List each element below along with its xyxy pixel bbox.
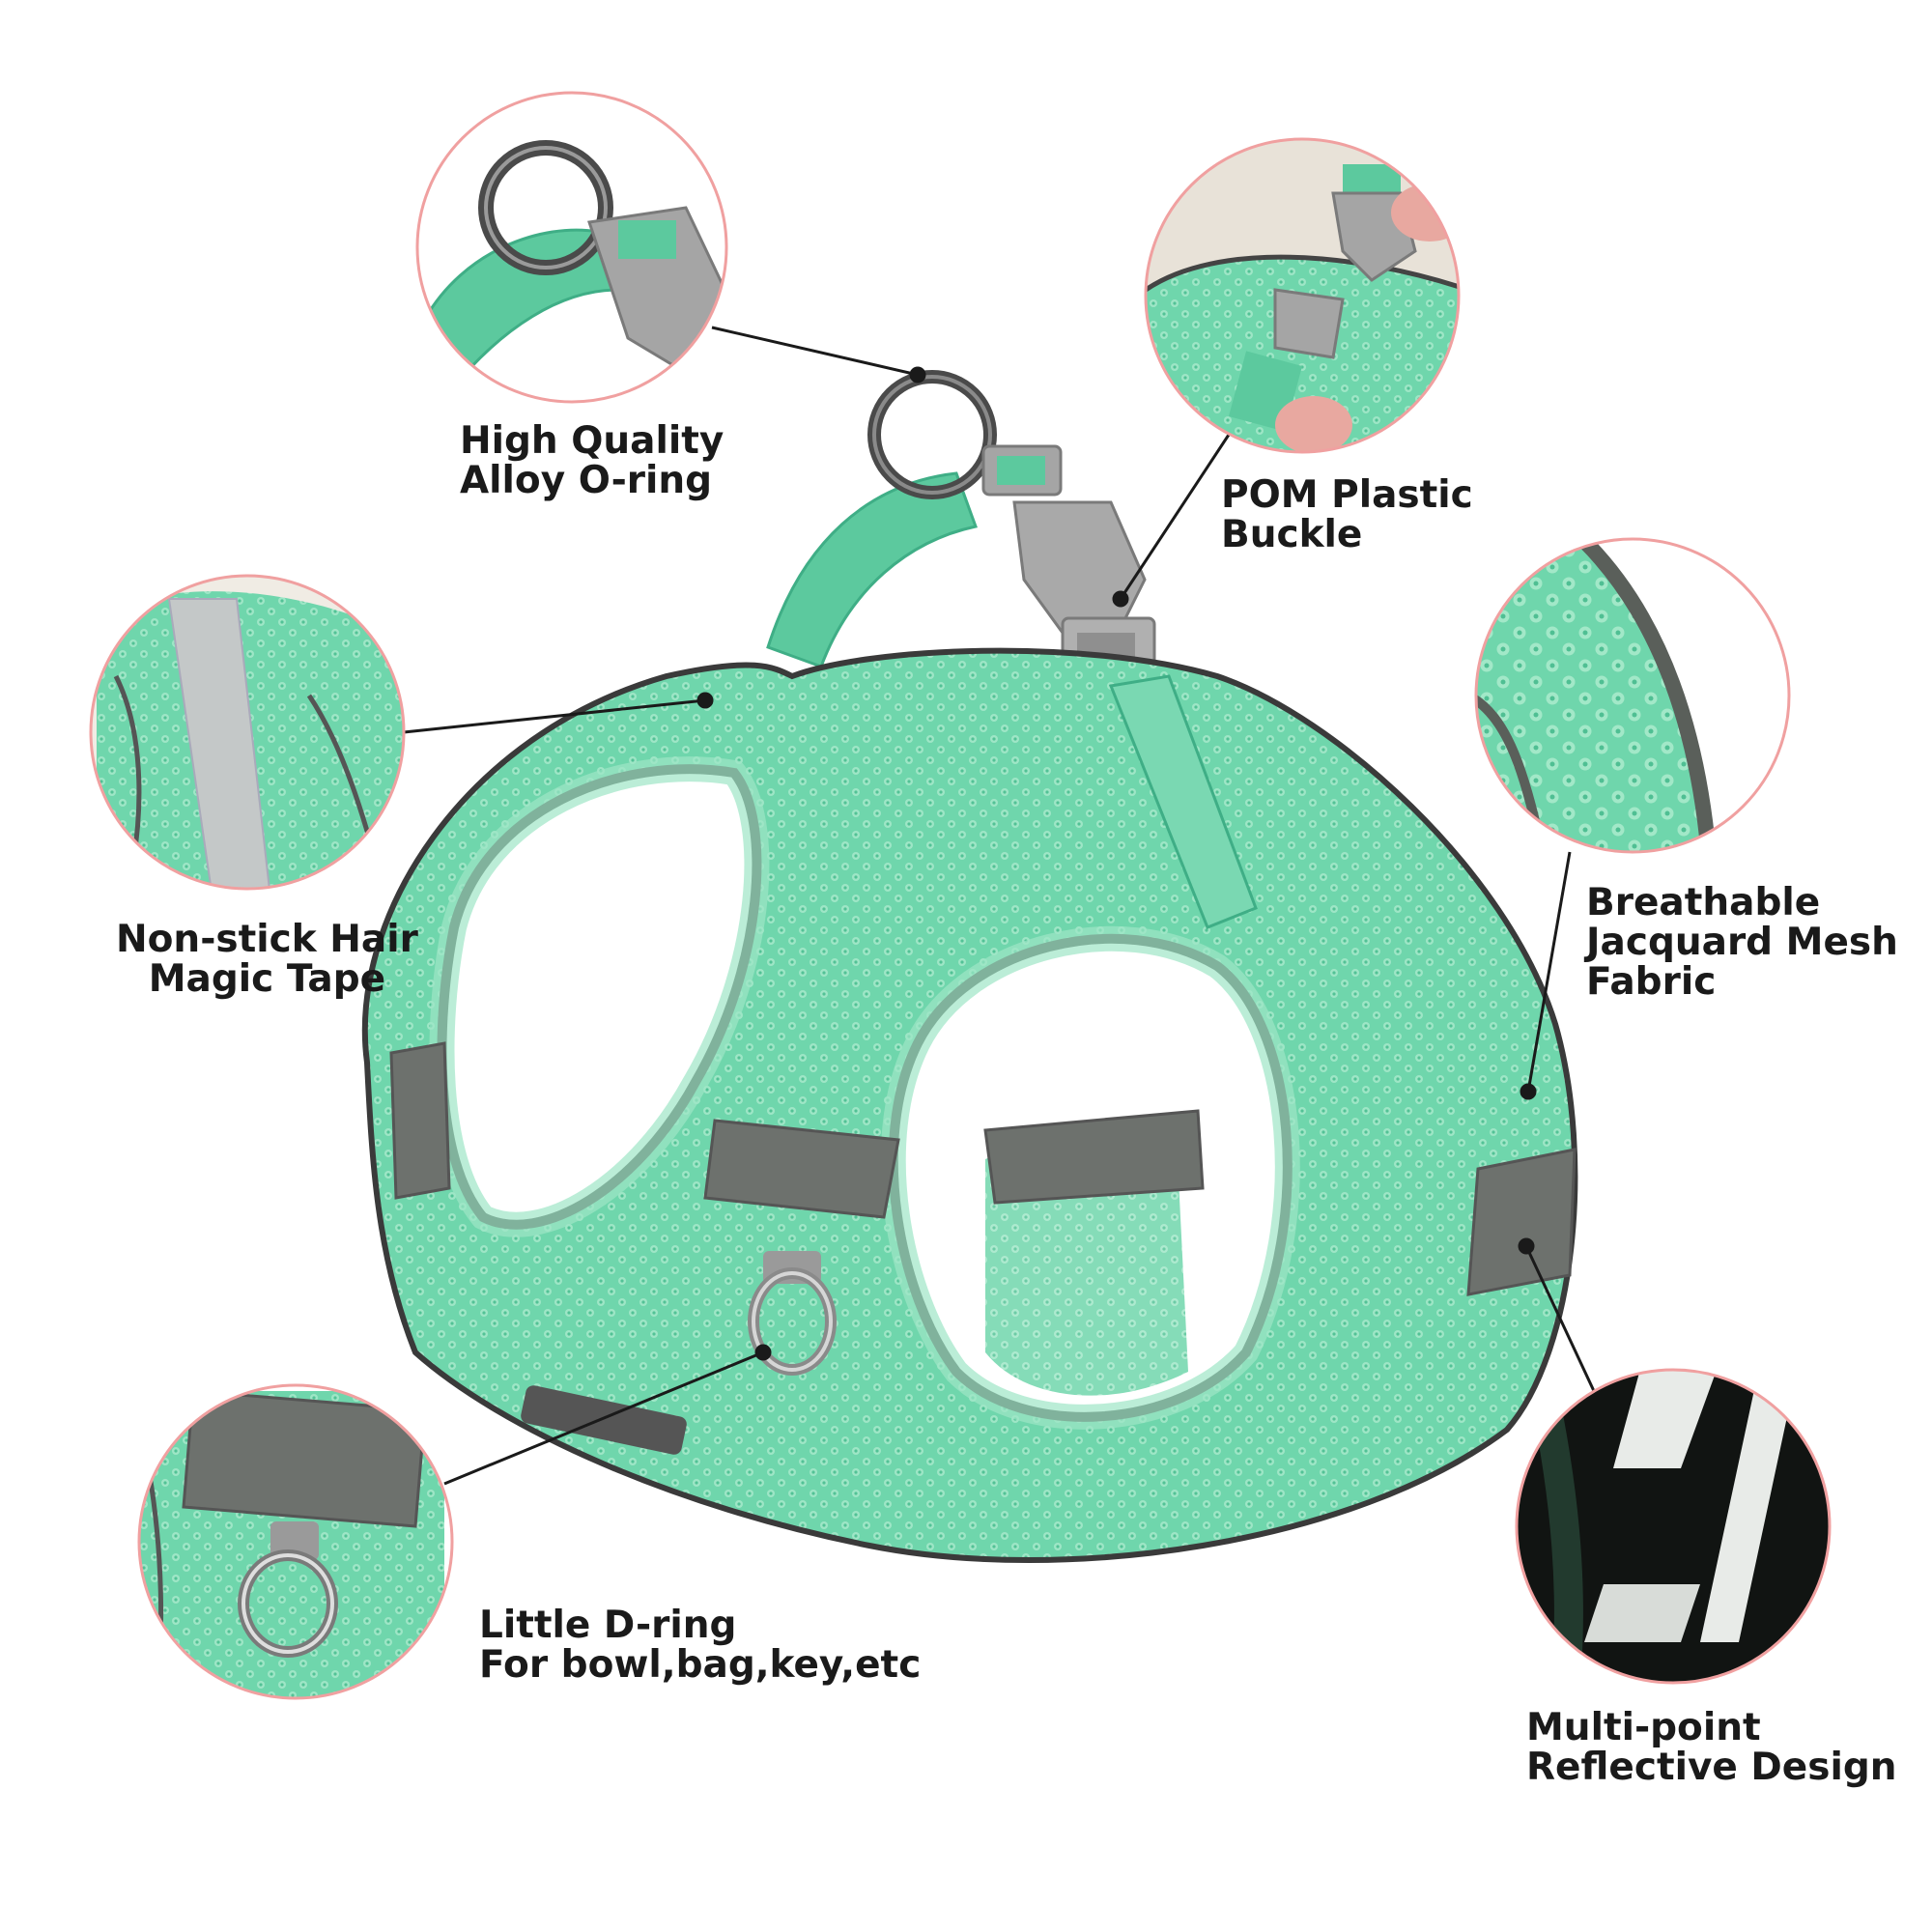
label-line: Magic Tape xyxy=(148,957,386,1001)
reflective-closeup-icon xyxy=(1515,1368,1832,1685)
label-pom-buckle: POM Plastic Buckle xyxy=(1221,475,1473,554)
o-ring-closeup-icon xyxy=(415,91,728,404)
label-line: High Quality xyxy=(460,419,724,463)
harness-main-image xyxy=(361,370,1578,1563)
label-line: Breathable xyxy=(1586,881,1821,924)
label-d-ring: Little D-ring For bowl,bag,key,etc xyxy=(479,1605,921,1685)
label-line: Buckle xyxy=(1221,513,1363,556)
magic-tape-closeup-icon xyxy=(89,574,406,891)
buckle-closeup-icon xyxy=(1144,137,1461,454)
label-line: Little D-ring xyxy=(479,1604,737,1647)
label-reflective-design: Multi-point Reflective Design xyxy=(1526,1708,1897,1787)
mesh-fabric-closeup-icon xyxy=(1474,537,1791,854)
label-line: Alloy O-ring xyxy=(460,459,713,502)
label-line: Fabric xyxy=(1586,960,1717,1004)
label-line: POM Plastic xyxy=(1221,473,1473,517)
label-line: Jacquard Mesh xyxy=(1586,921,1898,964)
label-mesh-fabric: Breathable Jacquard Mesh Fabric xyxy=(1586,883,1898,1002)
label-line: For bowl,bag,key,etc xyxy=(479,1643,922,1687)
label-line: Multi-point xyxy=(1526,1706,1761,1749)
label-line: Reflective Design xyxy=(1526,1746,1897,1789)
d-ring-closeup-icon xyxy=(137,1383,454,1700)
label-magic-tape: Non-stick Hair Magic Tape xyxy=(116,920,418,999)
label-alloy-o-ring: High Quality Alloy O-ring xyxy=(460,421,724,500)
label-line: Non-stick Hair xyxy=(116,918,418,961)
leader-lines xyxy=(403,326,1596,1486)
